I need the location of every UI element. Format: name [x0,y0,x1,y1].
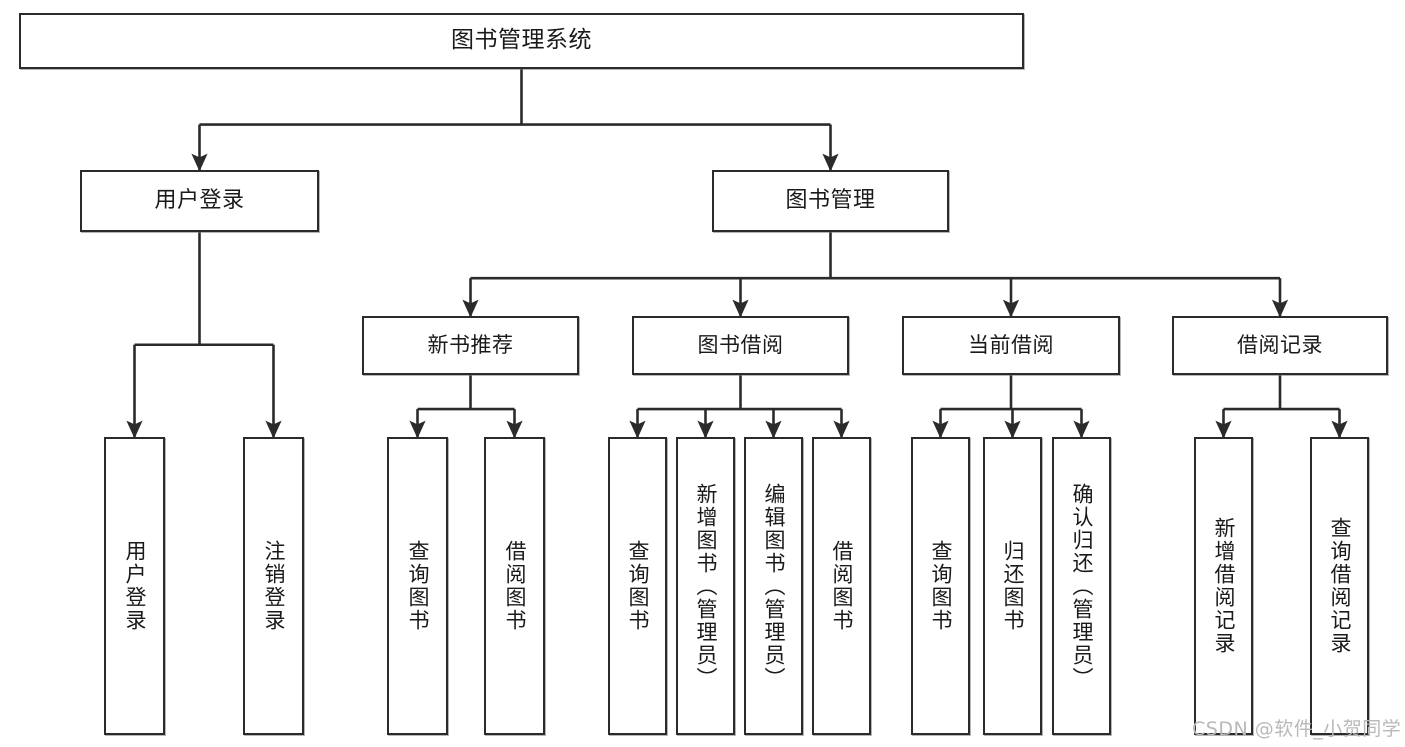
level3-node-borrow-record[interactable]: 借阅记录 [1172,316,1388,375]
leaf-node-leaf-return-book[interactable]: 归还图书 [983,437,1042,735]
leaf-node-leaf-logout-login[interactable]: 注销登录 [243,437,304,735]
leaf-node-leaf-query-book-3[interactable]: 查询图书 [911,437,970,735]
leaf-node-leaf-add-borrow-record[interactable]: 新增借阅记录 [1194,437,1253,735]
level3-node-book-borrow[interactable]: 图书借阅 [632,316,849,375]
level3-node-new-book-recommend[interactable]: 新书推荐 [362,316,579,375]
node-label: 查询图书 [929,540,953,632]
node-label: 图书管理 [785,188,876,214]
node-label: 新增借阅记录 [1212,517,1236,655]
node-label: 当前借阅 [968,333,1054,358]
node-label: 确认归还（管理员） [1070,482,1094,690]
node-label: 借阅图书 [503,540,527,632]
leaf-node-leaf-query-borrow-record[interactable]: 查询借阅记录 [1310,437,1369,735]
node-label: 新书推荐 [427,333,514,358]
leaf-node-leaf-user-login[interactable]: 用户登录 [104,437,165,735]
leaf-node-leaf-borrow-book-1[interactable]: 借阅图书 [484,437,545,735]
node-label: 用户登录 [123,540,147,632]
node-label: 新增图书（管理员） [694,482,718,690]
node-label: 图书借阅 [697,333,784,358]
level2-node-user-login[interactable]: 用户登录 [80,170,319,232]
leaf-node-leaf-query-book-1[interactable]: 查询图书 [387,437,448,735]
leaf-node-leaf-edit-book[interactable]: 编辑图书（管理员） [744,437,803,735]
leaf-node-leaf-borrow-book-2[interactable]: 借阅图书 [812,437,871,735]
node-label: 注销登录 [262,540,286,632]
node-label: 借阅图书 [830,540,854,632]
node-label: 编辑图书（管理员） [762,482,786,690]
node-label: 图书管理系统 [451,27,592,54]
root-node-root[interactable]: 图书管理系统 [19,13,1024,69]
node-label: 查询图书 [406,540,430,632]
level2-node-book-management[interactable]: 图书管理 [712,170,949,232]
node-label: 借阅记录 [1237,333,1323,358]
leaf-node-leaf-query-book-2[interactable]: 查询图书 [608,437,667,735]
leaf-node-leaf-confirm-return[interactable]: 确认归还（管理员） [1052,437,1111,735]
level3-node-current-borrow[interactable]: 当前借阅 [902,316,1120,375]
node-label: 查询借阅记录 [1328,517,1352,655]
leaf-node-leaf-add-book[interactable]: 新增图书（管理员） [676,437,735,735]
watermark: CSDN @软件_小贺同学 [1192,718,1402,740]
node-label: 查询图书 [626,540,650,632]
node-label: 用户登录 [154,188,245,214]
node-label: 归还图书 [1001,540,1025,632]
